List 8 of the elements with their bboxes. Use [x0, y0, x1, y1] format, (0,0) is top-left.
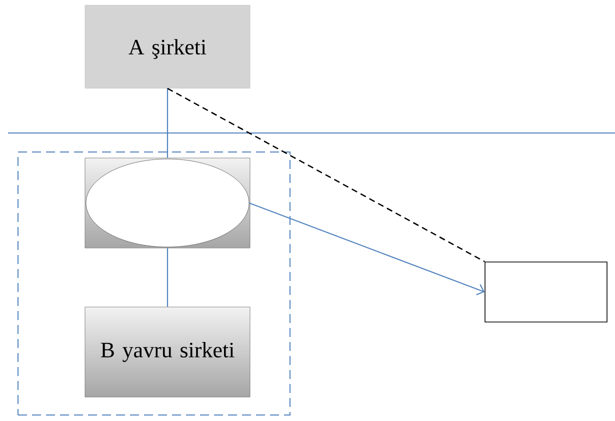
- connector-line: [166, 248, 168, 307]
- process-box: [484, 262, 608, 322]
- connector-line: [167, 88, 485, 262]
- process-box: B yavru sirketi: [84, 306, 250, 398]
- group-frame: [18, 152, 290, 416]
- arrow: [249, 202, 485, 296]
- connector-line: [166, 88, 168, 158]
- process-box: A şirketi: [84, 5, 250, 88]
